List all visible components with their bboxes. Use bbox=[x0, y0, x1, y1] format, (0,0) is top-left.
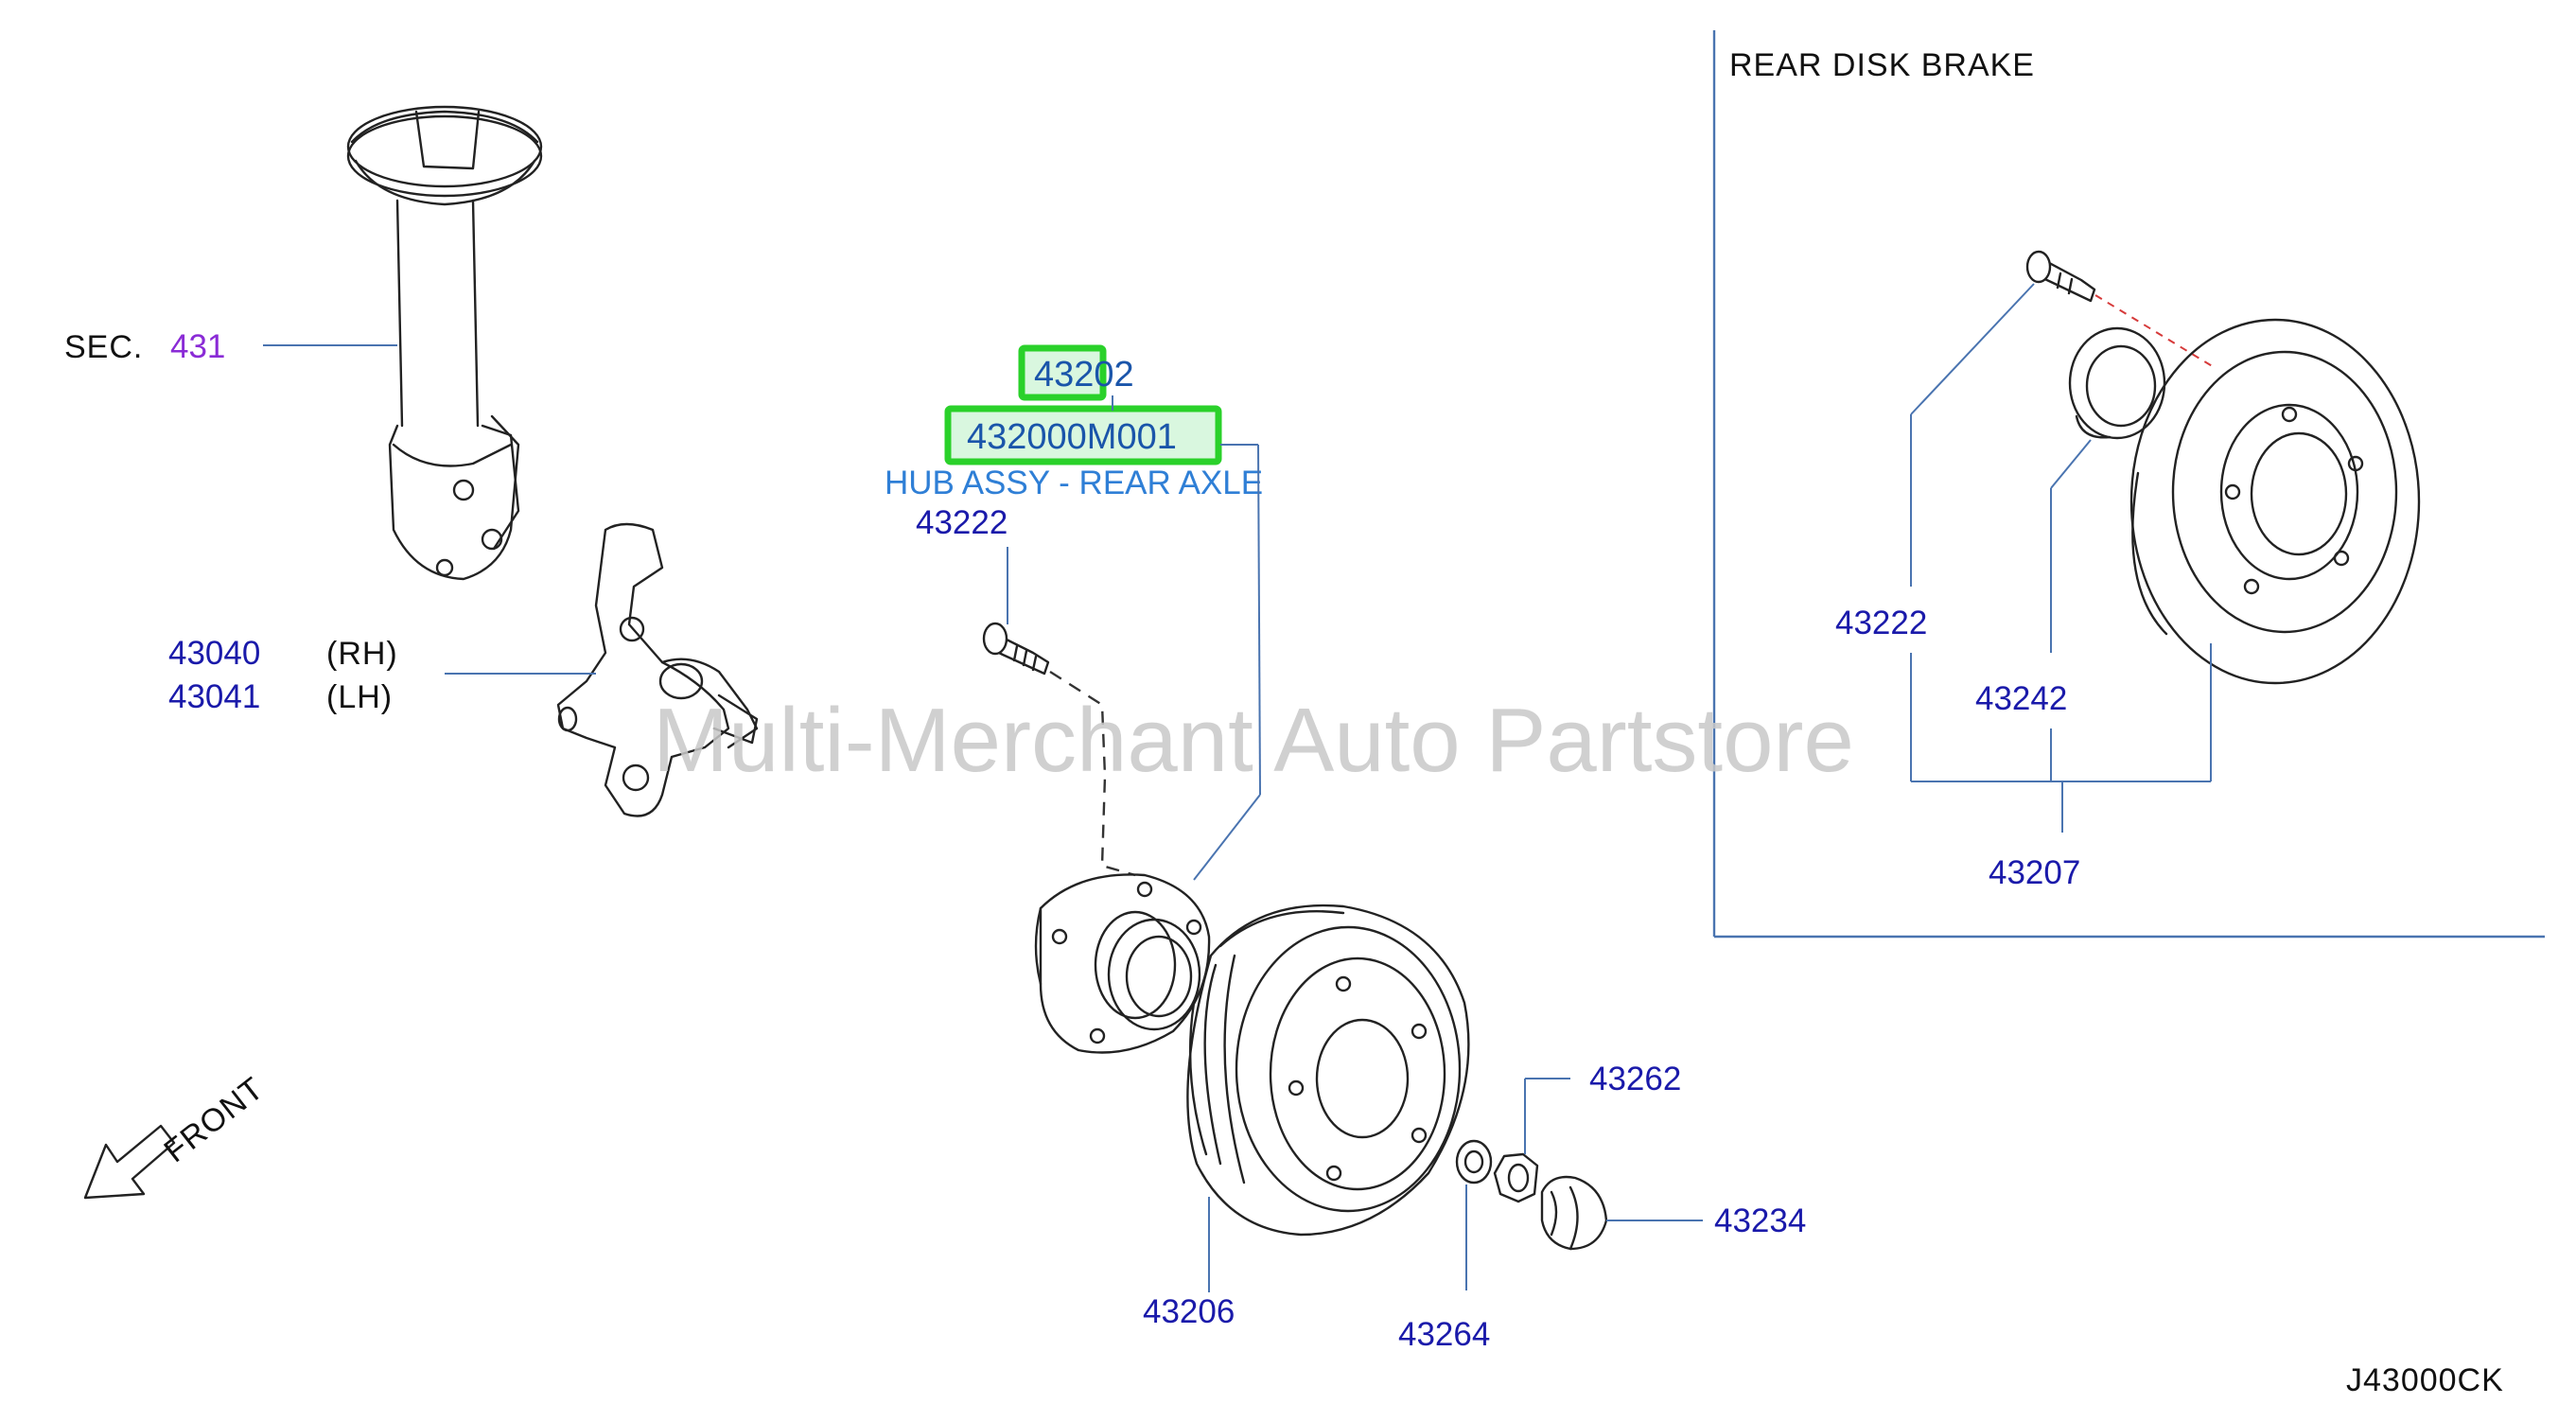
hub-part-highlight bbox=[1018, 344, 1107, 401]
hub-description: HUB ASSY - REAR AXLE bbox=[885, 465, 1263, 501]
sec-number-link[interactable]: 431 bbox=[170, 328, 225, 365]
knuckle-labels: 43040 (RH) 43041 (LH) bbox=[168, 635, 596, 715]
hub-part-number[interactable]: 43202 bbox=[1034, 355, 1134, 395]
disk-brake-labels: 43222 43242 43207 bbox=[1835, 283, 2212, 891]
section-title: REAR DISK BRAKE bbox=[1729, 47, 2035, 83]
sec-ref: SEC. 431 bbox=[64, 328, 397, 365]
brake-drum-illustration bbox=[1186, 904, 1470, 1237]
hub-labels: 43202 432000M001 HUB ASSY - REAR AXLE 43… bbox=[885, 344, 1263, 881]
strut-illustration bbox=[346, 105, 543, 581]
knuckle-rh-number[interactable]: 43040 bbox=[168, 635, 260, 672]
front-arrow-icon bbox=[83, 1124, 176, 1200]
hub-assembly-number[interactable]: 432000M001 bbox=[967, 417, 1177, 457]
watermark: Multi-Merchant Auto Partstore bbox=[653, 690, 1854, 791]
hub-bolt-number[interactable]: 43222 bbox=[916, 504, 1008, 541]
front-indicator: FRONT bbox=[83, 1070, 272, 1200]
sec-prefix: SEC. bbox=[64, 329, 143, 365]
small-part-labels: 43206 43264 43262 43234 bbox=[1143, 1061, 1806, 1353]
hub-illustration bbox=[1034, 873, 1211, 1054]
drawing-code: J43000CK bbox=[2346, 1362, 2504, 1398]
knuckle-rh-side: (RH) bbox=[326, 636, 398, 672]
nut-number[interactable]: 43262 bbox=[1589, 1061, 1681, 1097]
washer-number[interactable]: 43264 bbox=[1398, 1316, 1490, 1353]
knuckle-lh-side: (LH) bbox=[326, 679, 393, 715]
knuckle-illustration bbox=[556, 522, 759, 817]
front-label: FRONT bbox=[158, 1070, 272, 1169]
drum-number[interactable]: 43206 bbox=[1143, 1293, 1235, 1330]
disk-bolt-number[interactable]: 43222 bbox=[1835, 605, 1927, 641]
knuckle-lh-number[interactable]: 43041 bbox=[168, 678, 260, 715]
cap-number[interactable]: 43234 bbox=[1714, 1202, 1806, 1239]
rear-disk-brake-panel: REAR DISK BRAKE bbox=[1712, 30, 2545, 939]
hub-bolt-illustration bbox=[982, 622, 1136, 877]
disk-assembly-number[interactable]: 43207 bbox=[1989, 854, 2080, 891]
disk-brake-illustration bbox=[2025, 250, 2421, 685]
disk-seal-number[interactable]: 43242 bbox=[1975, 680, 2067, 717]
small-parts-illustration bbox=[1455, 1139, 1608, 1251]
hub-assembly-highlight bbox=[944, 405, 1222, 465]
